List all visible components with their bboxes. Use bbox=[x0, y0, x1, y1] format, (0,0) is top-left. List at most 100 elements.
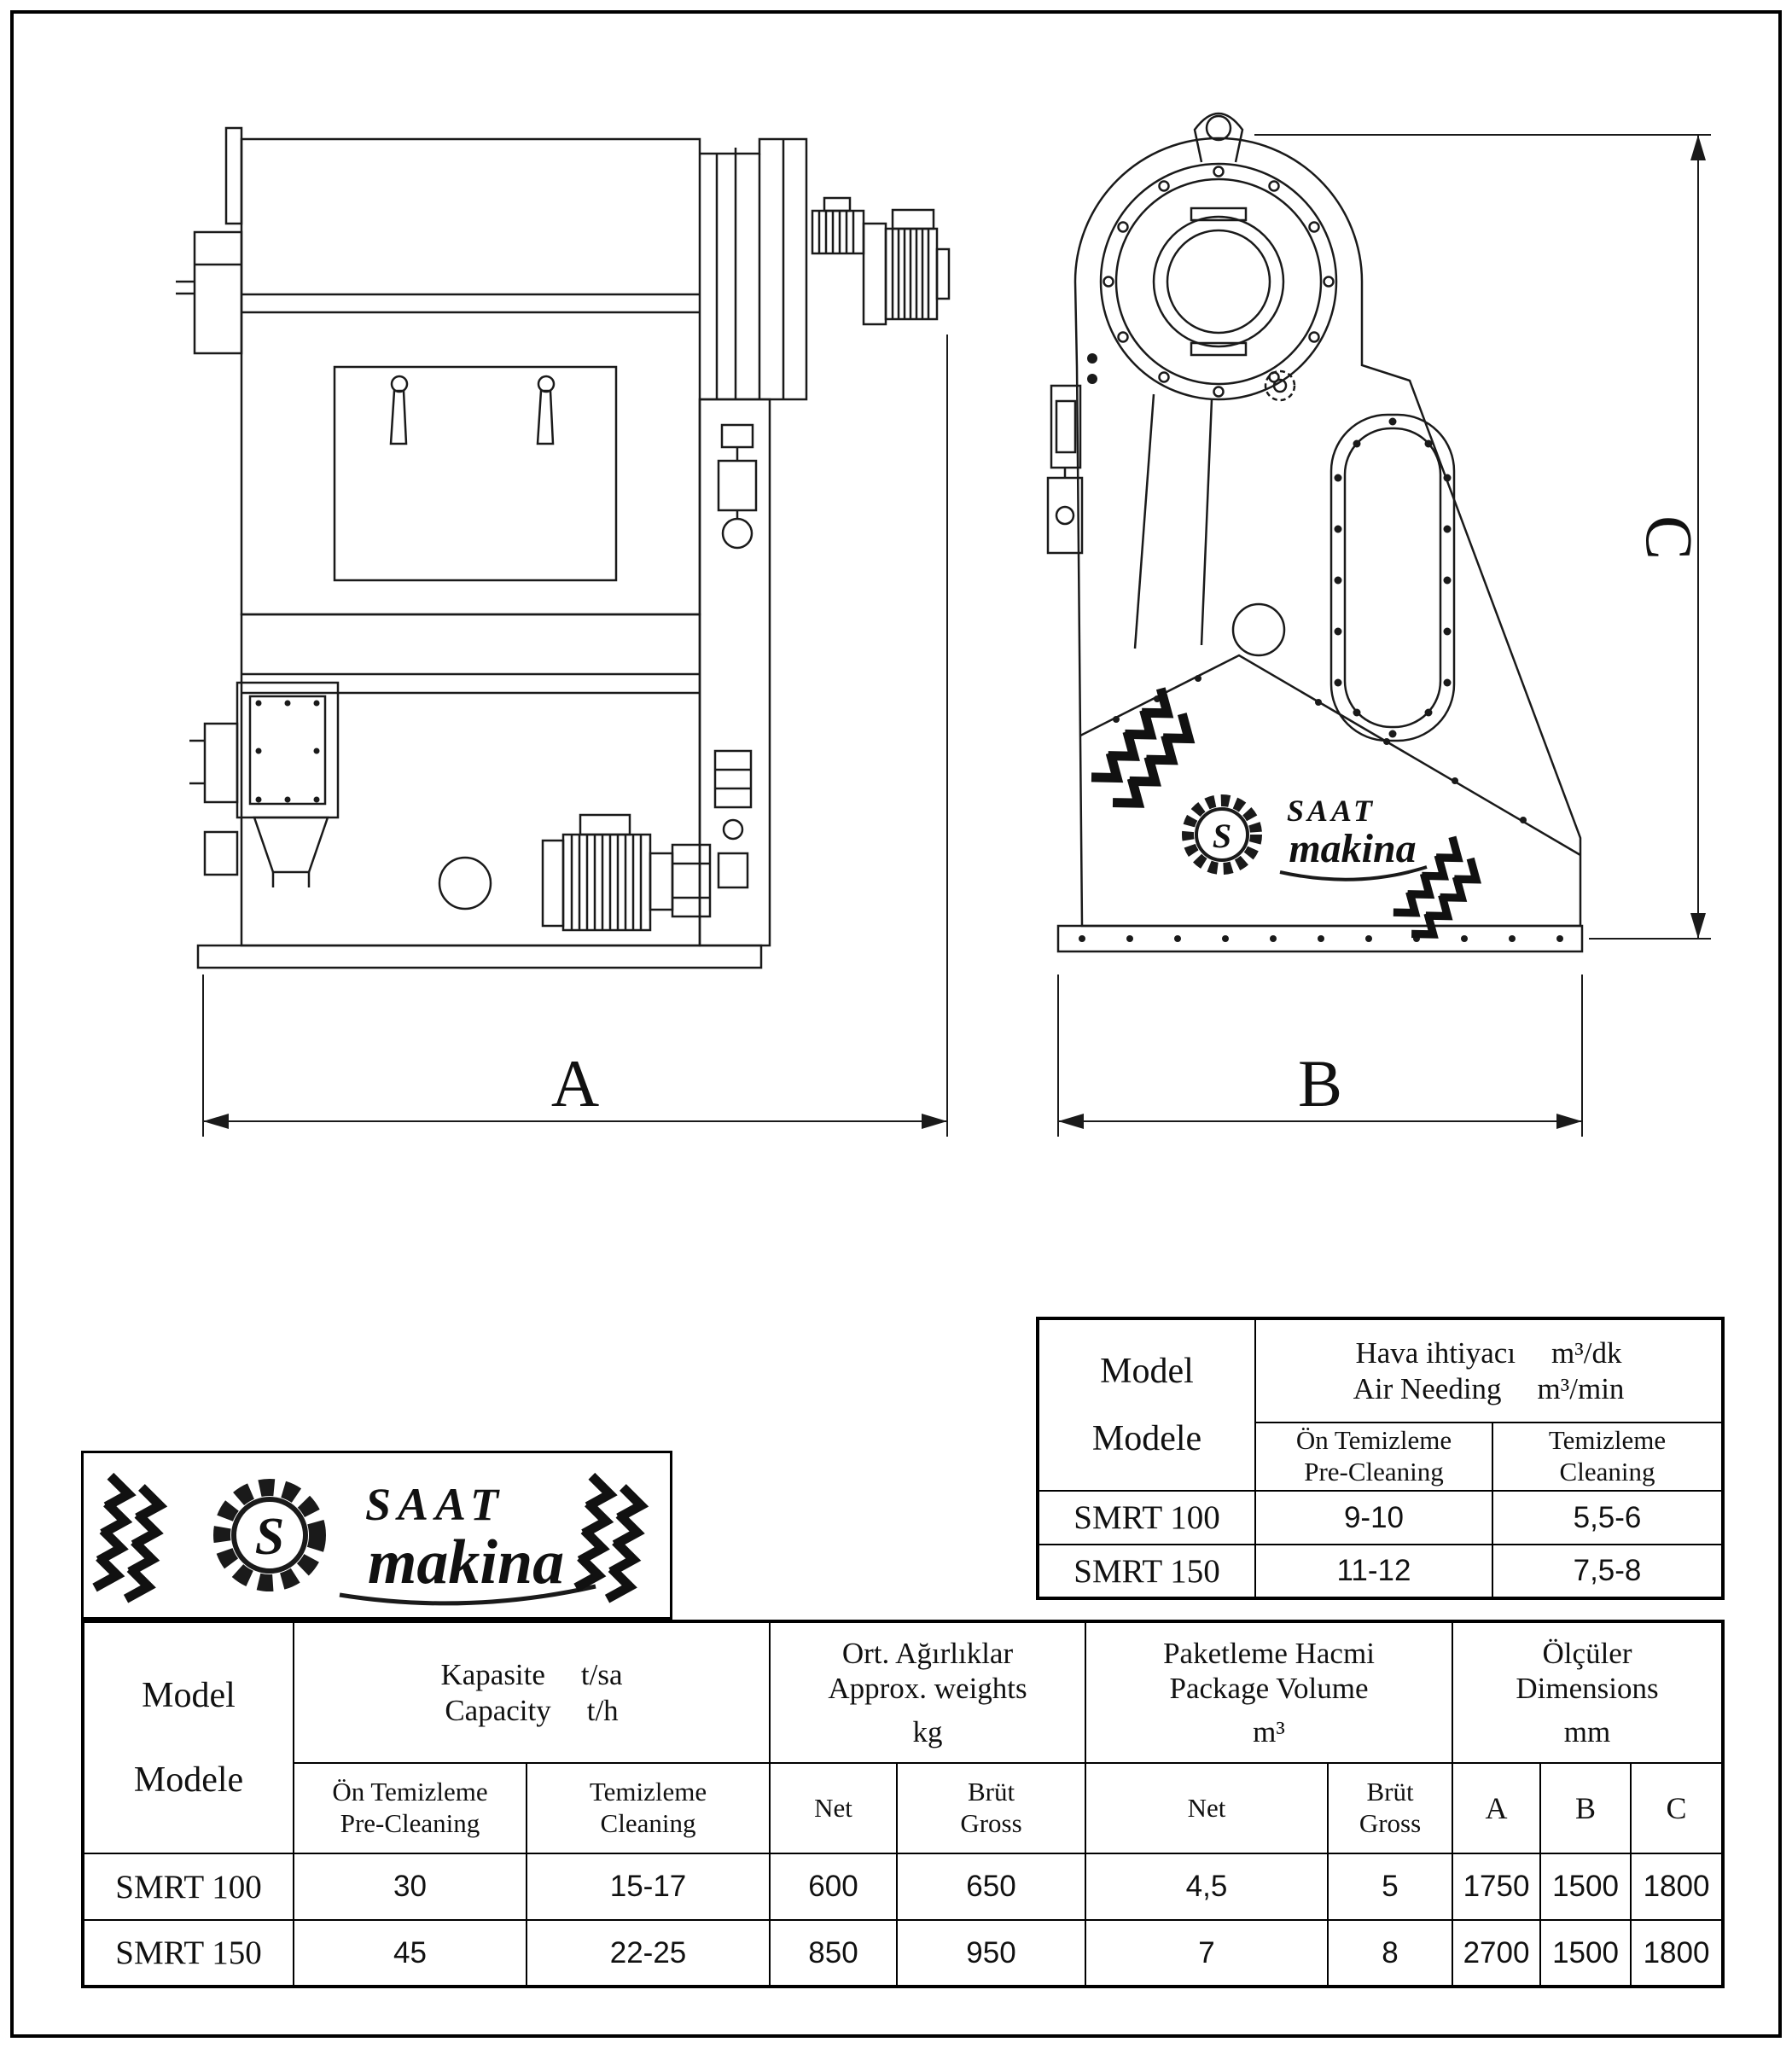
cleaning-label-en: Cleaning bbox=[600, 1808, 696, 1838]
air-table-row: SMRT 150 11-12 7,5-8 bbox=[1037, 1544, 1724, 1599]
dimensions-label-en: Dimensions bbox=[1516, 1671, 1659, 1705]
air-needing-label-en: Air Needing bbox=[1353, 1371, 1502, 1405]
air-cleaning-header-cell: Temizleme Cleaning bbox=[1492, 1422, 1724, 1492]
clean-capacity-value: 15-17 bbox=[526, 1853, 771, 1921]
spec-table-row: SMRT 100 30 15-17 600 650 4,5 5 1750 150… bbox=[82, 1853, 1725, 1921]
volume-header-cell: Paketleme Hacmi Package Volume m³ bbox=[1084, 1620, 1454, 1764]
brand-word-2: makina bbox=[368, 1527, 564, 1597]
gross-kg-header-cell: Brüt Gross bbox=[896, 1762, 1086, 1854]
air-needing-label-tr: Hava ihtiyacı bbox=[1355, 1335, 1516, 1370]
dim-c-value: 1800 bbox=[1630, 1919, 1725, 1987]
brand-logo: S SAAT makina bbox=[84, 1453, 670, 1617]
brand-logo-box: S SAAT makina bbox=[81, 1451, 672, 1620]
net-weight-value: 850 bbox=[769, 1919, 898, 1987]
volume-unit: m³ bbox=[1253, 1715, 1285, 1749]
spec-precleaning-header-cell: Ön Temizleme Pre-Cleaning bbox=[293, 1762, 527, 1854]
side-view-bolts bbox=[1079, 353, 1563, 942]
side-view-brand-decal: S SAAT makina bbox=[1087, 689, 1487, 945]
spec-model-header-cell: Model Modele bbox=[82, 1620, 294, 1854]
dimensions-header-cell: Ölçüler Dimensions mm bbox=[1452, 1620, 1725, 1764]
dim-a-value: 2700 bbox=[1452, 1919, 1542, 1987]
precleaning-label-tr: Ön Temizleme bbox=[332, 1777, 488, 1807]
volume-label-en: Package Volume bbox=[1169, 1671, 1369, 1705]
dimension-b bbox=[1057, 975, 1583, 1137]
gross-weight-value: 950 bbox=[896, 1919, 1086, 1987]
volume-label-tr: Paketleme Hacmi bbox=[1163, 1636, 1375, 1670]
air-model-line1: Model bbox=[1100, 1351, 1194, 1391]
air-pre-value: 9-10 bbox=[1254, 1490, 1493, 1545]
pre-capacity-value: 30 bbox=[293, 1853, 527, 1921]
dimensions-unit: mm bbox=[1563, 1715, 1611, 1749]
weights-label-en: Approx. weights bbox=[828, 1671, 1027, 1705]
dim-b-header-cell: B bbox=[1539, 1762, 1632, 1854]
gross-label-tr: Brüt bbox=[1366, 1777, 1414, 1807]
capacity-unit-en: t/h bbox=[586, 1693, 619, 1727]
brand-word-1: SAAT bbox=[365, 1479, 505, 1530]
dimension-a-label: A bbox=[551, 1046, 599, 1120]
precleaning-label-en: Pre-Cleaning bbox=[340, 1808, 480, 1838]
air-model-name: SMRT 150 bbox=[1037, 1544, 1256, 1599]
gross-label-en: Gross bbox=[960, 1808, 1022, 1838]
capacity-label-tr: Kapasite bbox=[440, 1657, 545, 1691]
gross-label-tr: Brüt bbox=[967, 1777, 1015, 1807]
dim-c-value: 1800 bbox=[1630, 1853, 1725, 1921]
air-needing-unit-tr: m³/dk bbox=[1551, 1335, 1622, 1370]
dimension-c bbox=[1254, 134, 1711, 940]
air-clean-value: 7,5-8 bbox=[1492, 1544, 1724, 1599]
tire-tread-icon bbox=[1087, 689, 1202, 815]
air-needing-unit-en: m³/min bbox=[1537, 1371, 1625, 1405]
dim-a-value: 1750 bbox=[1452, 1853, 1542, 1921]
spec-model-name: SMRT 100 bbox=[82, 1853, 294, 1921]
gear-logo-icon: S bbox=[1182, 794, 1262, 875]
weights-header-cell: Ort. Ağırlıklar Approx. weights kg bbox=[769, 1620, 1086, 1764]
spec-model-line2: Modele bbox=[133, 1760, 244, 1801]
net-volume-value: 7 bbox=[1085, 1919, 1329, 1987]
air-needing-table: Model Modele Hava ihtiyacı m³/dk Air Nee… bbox=[1036, 1317, 1725, 1600]
weights-label-tr: Ort. Ağırlıklar bbox=[841, 1636, 1014, 1670]
air-model-name: SMRT 100 bbox=[1037, 1490, 1256, 1545]
gross-volume-value: 5 bbox=[1326, 1853, 1454, 1921]
cleaning-label-en: Cleaning bbox=[1559, 1457, 1655, 1487]
spec-table-row: SMRT 150 45 22-25 850 950 7 8 2700 1500 … bbox=[82, 1919, 1725, 1987]
precleaning-label-en: Pre-Cleaning bbox=[1304, 1457, 1444, 1487]
gross-label-en: Gross bbox=[1359, 1808, 1422, 1838]
weights-unit: kg bbox=[912, 1715, 943, 1749]
capacity-unit-tr: t/sa bbox=[580, 1657, 623, 1691]
spec-cleaning-header-cell: Temizleme Cleaning bbox=[526, 1762, 771, 1854]
cleaning-label-tr: Temizleme bbox=[589, 1777, 707, 1807]
net-kg-header-cell: Net bbox=[769, 1762, 898, 1854]
dim-c-header-cell: C bbox=[1630, 1762, 1725, 1854]
specifications-table: Model Modele Kapasite t/sa Capacity t/h … bbox=[81, 1620, 1725, 1988]
net-weight-value: 600 bbox=[769, 1853, 898, 1921]
cleaning-label-tr: Temizleme bbox=[1548, 1425, 1667, 1456]
machine-front-view bbox=[176, 126, 951, 969]
gross-volume-value: 8 bbox=[1326, 1919, 1454, 1987]
spec-model-line1: Model bbox=[142, 1675, 236, 1715]
air-pre-value: 11-12 bbox=[1254, 1544, 1493, 1599]
air-precleaning-header-cell: Ön Temizleme Pre-Cleaning bbox=[1254, 1422, 1493, 1492]
air-needing-header-cell: Hava ihtiyacı m³/dk Air Needing m³/min bbox=[1254, 1318, 1724, 1423]
machine-side-view bbox=[1046, 112, 1584, 953]
precleaning-label-tr: Ön Temizleme bbox=[1295, 1425, 1452, 1456]
dim-a-header-cell: A bbox=[1452, 1762, 1542, 1854]
tire-tread-icon bbox=[575, 1476, 644, 1602]
brand-word-2: makina bbox=[1289, 826, 1416, 871]
capacity-label-en: Capacity bbox=[445, 1693, 551, 1727]
dim-b-value: 1500 bbox=[1539, 1853, 1632, 1921]
air-model-header-cell: Model Modele bbox=[1037, 1318, 1256, 1492]
technical-drawing: A bbox=[176, 112, 1711, 1137]
gear-logo-icon: S bbox=[213, 1479, 326, 1591]
tire-tread-icon bbox=[94, 1476, 163, 1602]
net-volume-value: 4,5 bbox=[1085, 1853, 1329, 1921]
dimension-c-label: C bbox=[1632, 515, 1707, 560]
gross-weight-value: 650 bbox=[896, 1853, 1086, 1921]
air-clean-value: 5,5-6 bbox=[1492, 1490, 1724, 1545]
gear-monogram: S bbox=[255, 1508, 284, 1566]
gross-m3-header-cell: Brüt Gross bbox=[1326, 1762, 1454, 1854]
capacity-header-cell: Kapasite t/sa Capacity t/h bbox=[293, 1620, 771, 1764]
spec-model-name: SMRT 150 bbox=[82, 1919, 294, 1987]
dim-b-value: 1500 bbox=[1539, 1919, 1632, 1987]
dimension-b-label: B bbox=[1298, 1046, 1342, 1120]
dimensions-label-tr: Ölçüler bbox=[1542, 1636, 1632, 1670]
air-table-row: SMRT 100 9-10 5,5-6 bbox=[1037, 1490, 1724, 1545]
